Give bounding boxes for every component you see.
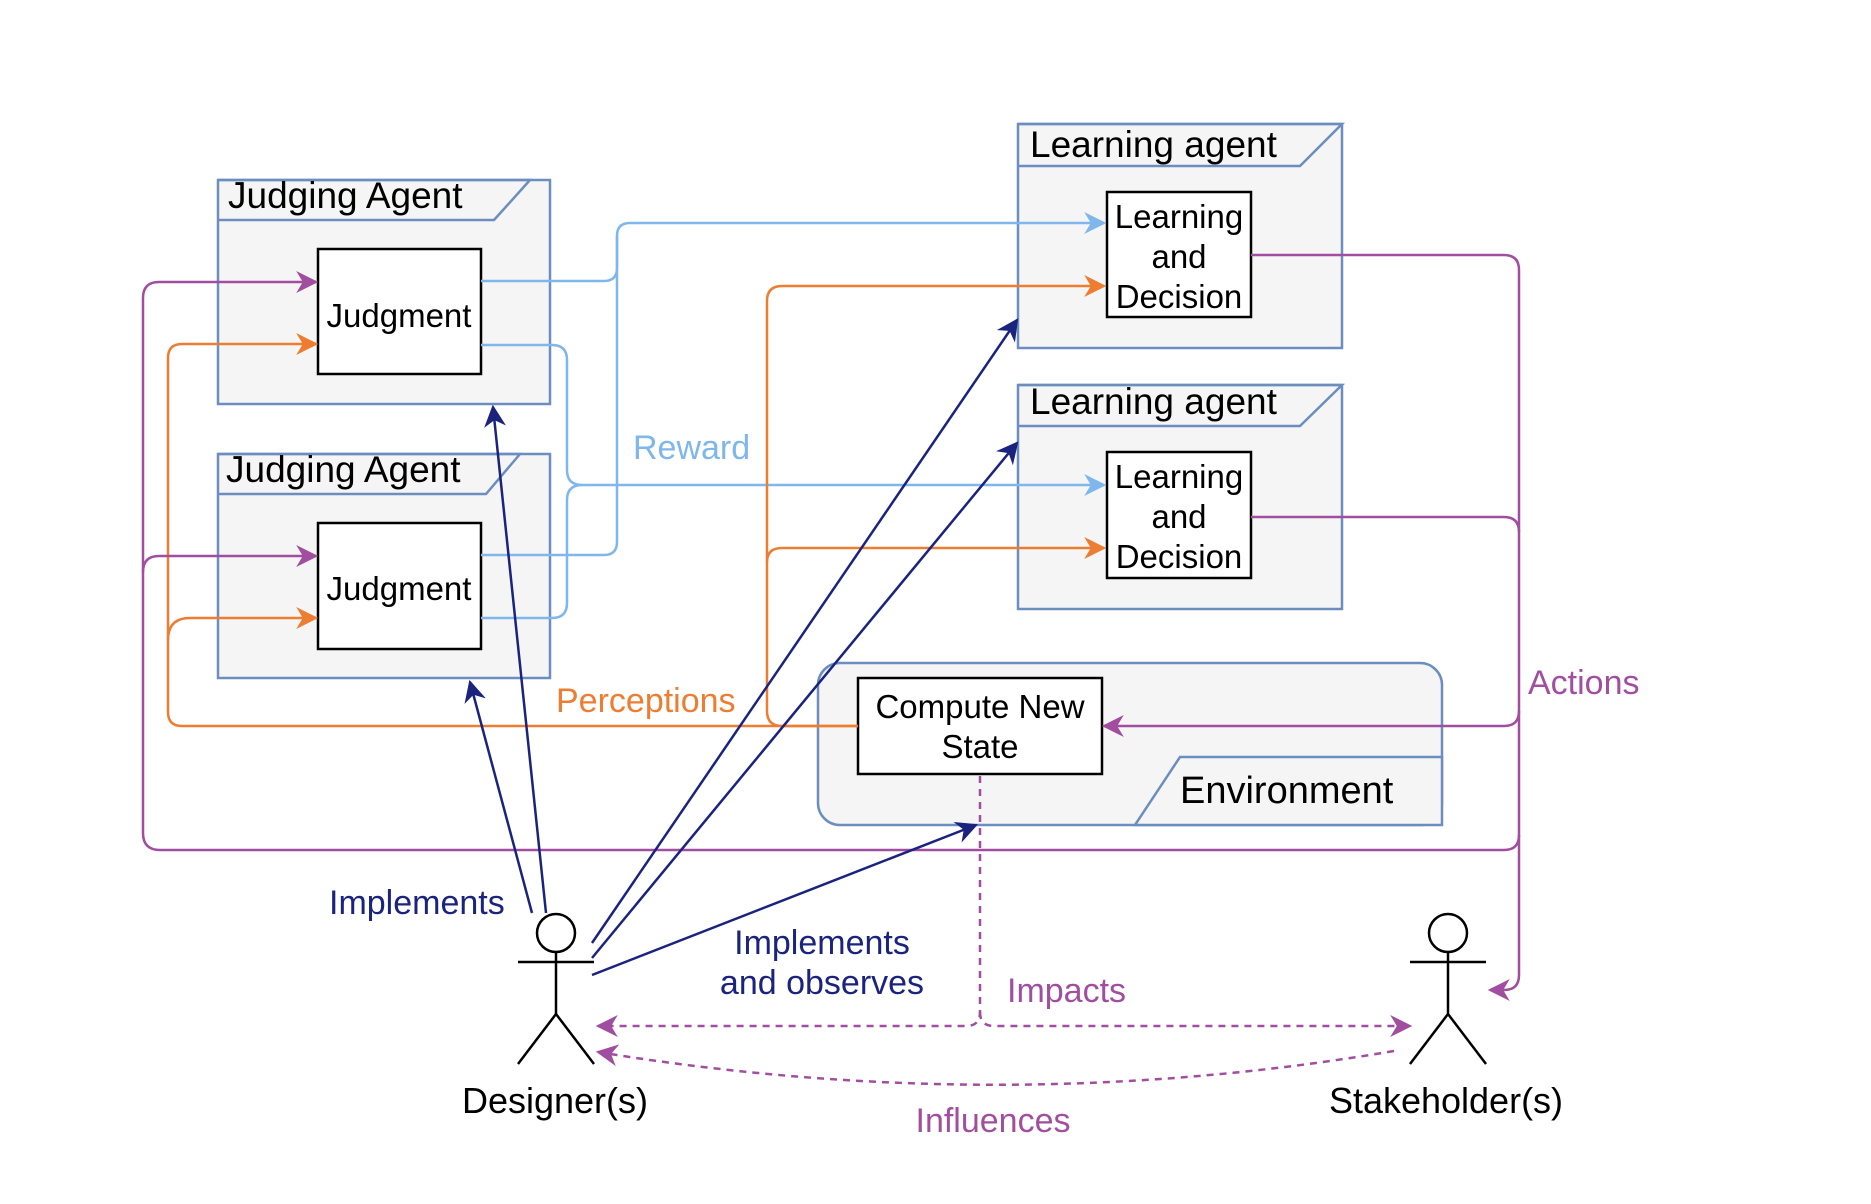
implements-observes-line-1: Implements	[734, 924, 910, 962]
judgment-label-2: Judgment	[327, 570, 472, 607]
impact-edges	[595, 776, 1413, 1086]
perception-edges	[166, 275, 1107, 728]
influence-edge	[595, 1044, 1395, 1086]
action-edge-to-judges	[141, 271, 1521, 852]
designer-actor	[517, 912, 595, 1065]
implement-edge-to-environment	[591, 821, 979, 977]
judgment-label-1: Judgment	[327, 297, 472, 334]
compute-state-box: Compute New State	[856, 676, 1104, 776]
implement-edge-to-learning-agent-1	[590, 318, 1019, 944]
stakeholder-actor	[1409, 912, 1487, 1065]
perception-edge-to-judgment-1	[166, 333, 858, 728]
designer-head	[535, 912, 577, 954]
judgment-box-2: Judgment	[316, 521, 483, 651]
impacts-label: Impacts	[1007, 972, 1126, 1010]
action-edge-la1	[1251, 253, 1521, 1001]
reward-edge-j1-to-la2	[481, 343, 1107, 496]
perception-edge-to-judgment-2	[166, 607, 319, 641]
perception-edge-to-learning-2	[765, 537, 1107, 563]
impact-edge-to-stakeholder	[978, 1011, 1413, 1037]
perception-edge-to-learning-1	[765, 275, 1107, 728]
judgment-box-1: Judgment	[316, 247, 483, 376]
action-edge-to-judgment-2	[141, 545, 319, 573]
designer-label: Designer(s)	[462, 1080, 648, 1121]
implement-edge-to-judging-agent-2	[464, 679, 534, 914]
learning-decision-box-2: Learning and Decision	[1105, 450, 1253, 580]
environment-title: Environment	[1180, 770, 1394, 812]
implement-edges	[464, 318, 1019, 977]
reward-edge-j2-to-la1	[481, 236, 619, 557]
learning-box-1-line-2: and	[1151, 238, 1206, 275]
reward-label: Reward	[633, 429, 750, 467]
stakeholder-head	[1427, 912, 1469, 954]
perceptions-label: Perceptions	[556, 682, 736, 720]
implements-label: Implements	[329, 884, 505, 922]
reward-edge-j1-to-la1	[481, 212, 1107, 283]
implements-observes-line-2: and observes	[720, 964, 924, 1002]
compute-state-line-2: State	[941, 728, 1018, 765]
learning-decision-box-1: Learning and Decision	[1105, 190, 1253, 319]
judging-agent-title-2: Judging Agent	[226, 449, 461, 490]
learning-box-2-line-1: Learning	[1115, 458, 1243, 495]
judging-agent-title-1: Judging Agent	[228, 175, 463, 216]
implement-edge-to-judgment-1	[484, 404, 548, 914]
actions-label: Actions	[1528, 664, 1640, 702]
implement-edge-to-learning-agent-2	[591, 441, 1019, 959]
learning-box-2-line-2: and	[1151, 498, 1206, 535]
action-edge-to-env	[1101, 710, 1521, 737]
action-edges	[141, 253, 1521, 1001]
influences-label: Influences	[916, 1102, 1071, 1140]
stakeholder-label: Stakeholder(s)	[1329, 1080, 1563, 1121]
reward-edges	[481, 212, 1107, 620]
learning-agent-title-1: Learning agent	[1030, 124, 1278, 165]
action-edge-la2	[1251, 515, 1521, 533]
compute-state-line-1: Compute New	[875, 688, 1084, 725]
learning-box-1-line-3: Decision	[1116, 278, 1243, 315]
learning-agent-title-2: Learning agent	[1030, 381, 1278, 422]
learning-box-2-line-3: Decision	[1116, 538, 1243, 575]
reward-edge-j2-to-la2	[481, 483, 583, 620]
learning-box-1-line-1: Learning	[1115, 198, 1243, 235]
